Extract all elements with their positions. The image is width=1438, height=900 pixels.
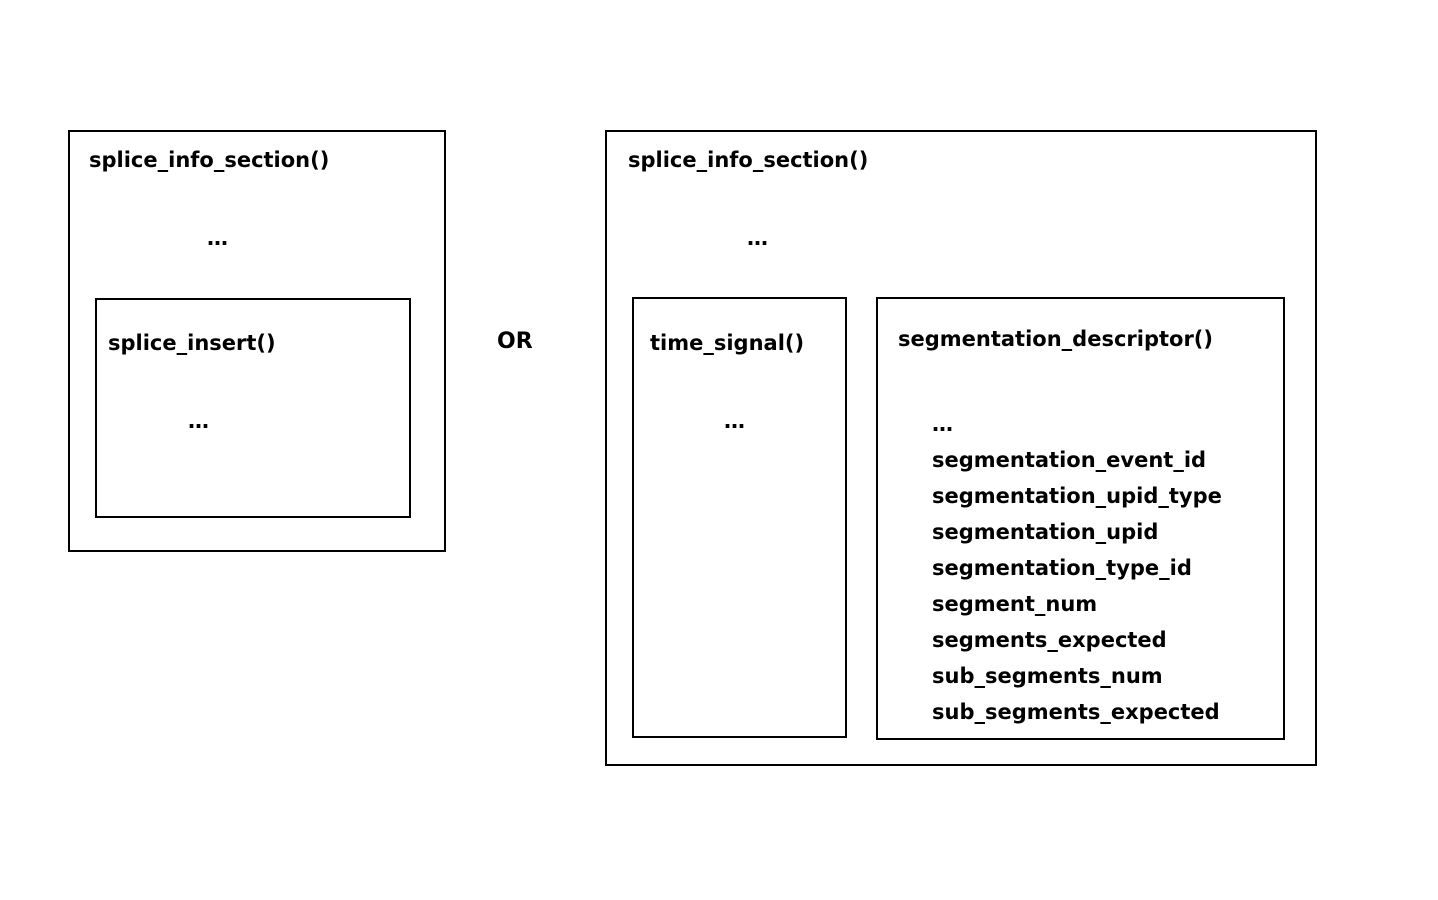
ellipsis-time-signal: … [724,409,746,433]
field-item: sub_segments_expected [932,700,1220,724]
field-item: segment_num [932,592,1098,616]
splice-info-section-label-left: splice_info_section() [89,148,330,172]
segmentation-descriptor-box [876,297,1285,740]
segmentation-descriptor-label: segmentation_descriptor() [898,327,1213,351]
time-signal-label: time_signal() [650,331,805,355]
ellipsis-splice-info-section-left: … [207,226,229,250]
field-item: segmentation_type_id [932,556,1192,580]
ellipsis-splice-insert: … [188,409,210,433]
ellipsis-segmentation-descriptor: … [932,412,954,436]
field-item: segmentation_event_id [932,448,1207,472]
field-item: segmentation_upid [932,520,1159,544]
splice-info-section-label-right: splice_info_section() [628,148,869,172]
field-item: sub_segments_num [932,664,1163,688]
or-connector-label: OR [497,329,533,354]
segmentation-descriptor-field-list: segmentation_event_id segmentation_upid_t… [932,442,1222,730]
splice-insert-label: splice_insert() [108,331,276,355]
field-item: segments_expected [932,628,1167,652]
time-signal-box [632,297,847,738]
splice-insert-box [95,298,411,518]
field-item: segmentation_upid_type [932,484,1222,508]
ellipsis-splice-info-section-right: … [747,226,769,250]
